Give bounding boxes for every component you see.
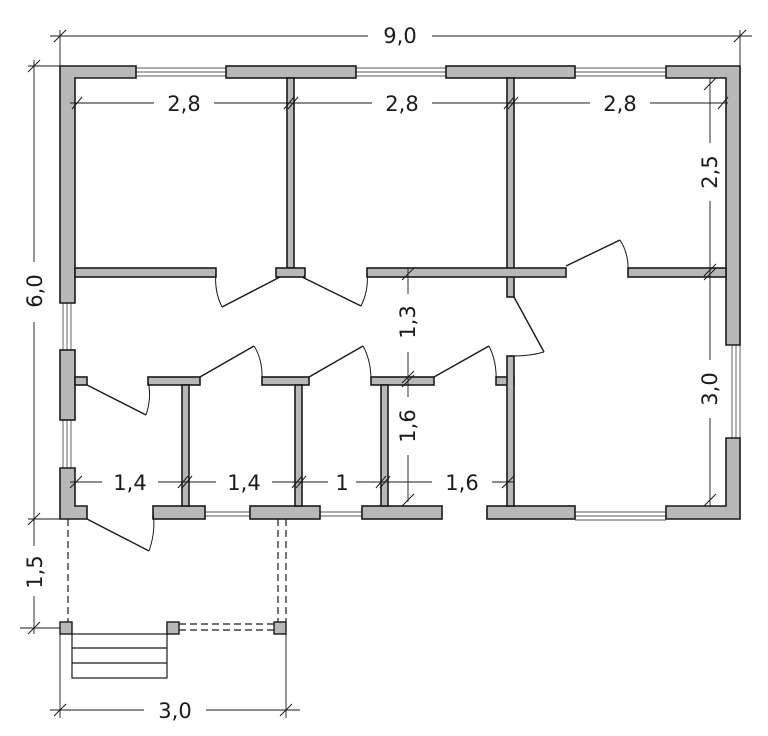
dim-right-lower-room: 3,0 [698,372,722,405]
exterior-walls [59,65,741,520]
dim-small-room-depth: 1,6 [396,409,420,442]
dim-bottom-3: 1 [335,471,348,495]
dim-bottom-2: 1,4 [227,471,260,495]
doors [86,239,629,552]
dim-bottom-4: 1,6 [445,471,478,495]
windows [62,67,741,521]
interior-walls [74,77,727,507]
dimension-labels: 9,0 2,8 2,8 2,8 6,0 1,5 2,5 3,0 1,3 1,6 … [22,22,723,723]
dim-total-width: 9,0 [383,24,416,48]
dim-porch-width: 3,0 [158,699,191,723]
dim-room-width-3: 2,8 [603,92,636,116]
porch [59,519,287,679]
dim-right-upper-room: 2,5 [698,155,722,188]
dimension-lines [20,29,752,718]
dim-bottom-1: 1,4 [113,471,146,495]
dim-porch-depth: 1,5 [23,555,47,588]
dim-corridor-width: 1,3 [396,305,420,338]
dim-total-depth: 6,0 [23,274,47,307]
dim-room-width-1: 2,8 [167,92,200,116]
dim-room-width-2: 2,8 [385,92,418,116]
